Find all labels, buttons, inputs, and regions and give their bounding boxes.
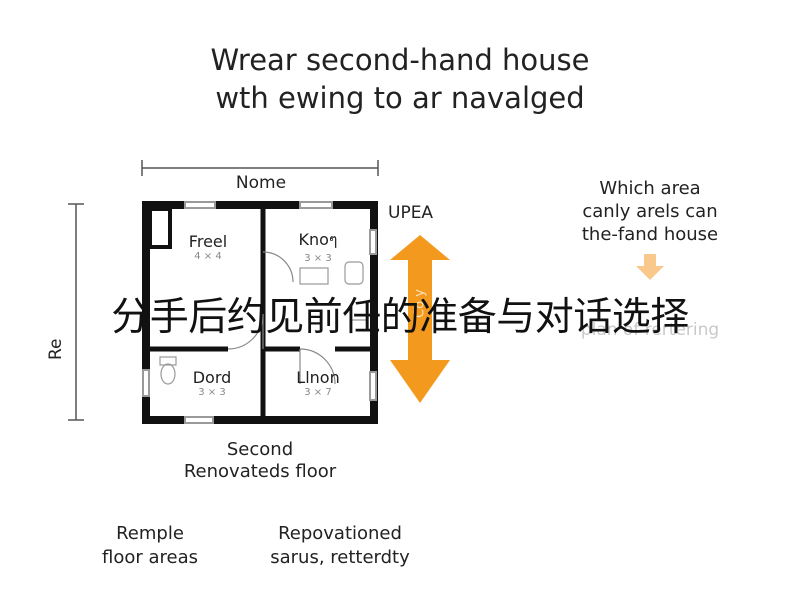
room-freel: Freel 4 × 4 <box>168 232 248 262</box>
fixtures <box>159 261 368 385</box>
room-knom: Knoๆ 3 × 3 <box>276 228 360 264</box>
double-arrow <box>390 235 450 403</box>
side-note-line-1: Which area <box>599 178 701 199</box>
side-dimension-line <box>68 203 84 421</box>
room-dims: 4 × 4 <box>194 251 222 262</box>
closet <box>148 207 172 249</box>
bottom-left-line-2: floor areas <box>101 547 198 568</box>
room-dims: 3 × 7 <box>304 387 332 398</box>
room-dims: 3 × 3 <box>304 253 332 264</box>
room-name: Knoๆ <box>298 230 338 249</box>
bottom-right-line-2: sarus, retterdty <box>270 547 410 568</box>
room-name: Llnon <box>296 368 340 387</box>
bottom-right-line-1: Repovationed <box>278 523 402 544</box>
door-swings <box>227 251 336 385</box>
plan-caption-line-1: Second <box>226 439 294 460</box>
overlay-headline: 分手后约见前任的准备与对话选择 <box>111 295 689 340</box>
outer-wall <box>142 201 378 424</box>
windows <box>142 201 377 424</box>
title-line-2: wth ewing to ar navalged <box>215 81 585 115</box>
room-dims: 3 × 3 <box>198 387 226 398</box>
room-llnon: Llnon 3 × 7 <box>276 368 360 398</box>
side-note-line-3: the-fand house <box>581 224 719 245</box>
room-dord: Dord 3 × 3 <box>172 368 252 398</box>
plan-caption-line-2: Renovateds floor <box>183 461 337 482</box>
side-note-faded-text: plan of rertering <box>580 320 720 340</box>
room-name: Dord <box>192 368 232 387</box>
room-name: Freel <box>188 232 228 251</box>
side-note-line-2: canly arels can <box>582 201 718 222</box>
side-note-arrow <box>636 254 664 280</box>
bottom-left-line-1: Remple <box>116 523 184 544</box>
arrow-header-label: UPEA <box>388 203 434 223</box>
top-dimension-line <box>141 160 379 176</box>
title-line-1: Wrear second-hand house <box>210 43 590 77</box>
top-dimension-label: Nome <box>235 173 287 193</box>
